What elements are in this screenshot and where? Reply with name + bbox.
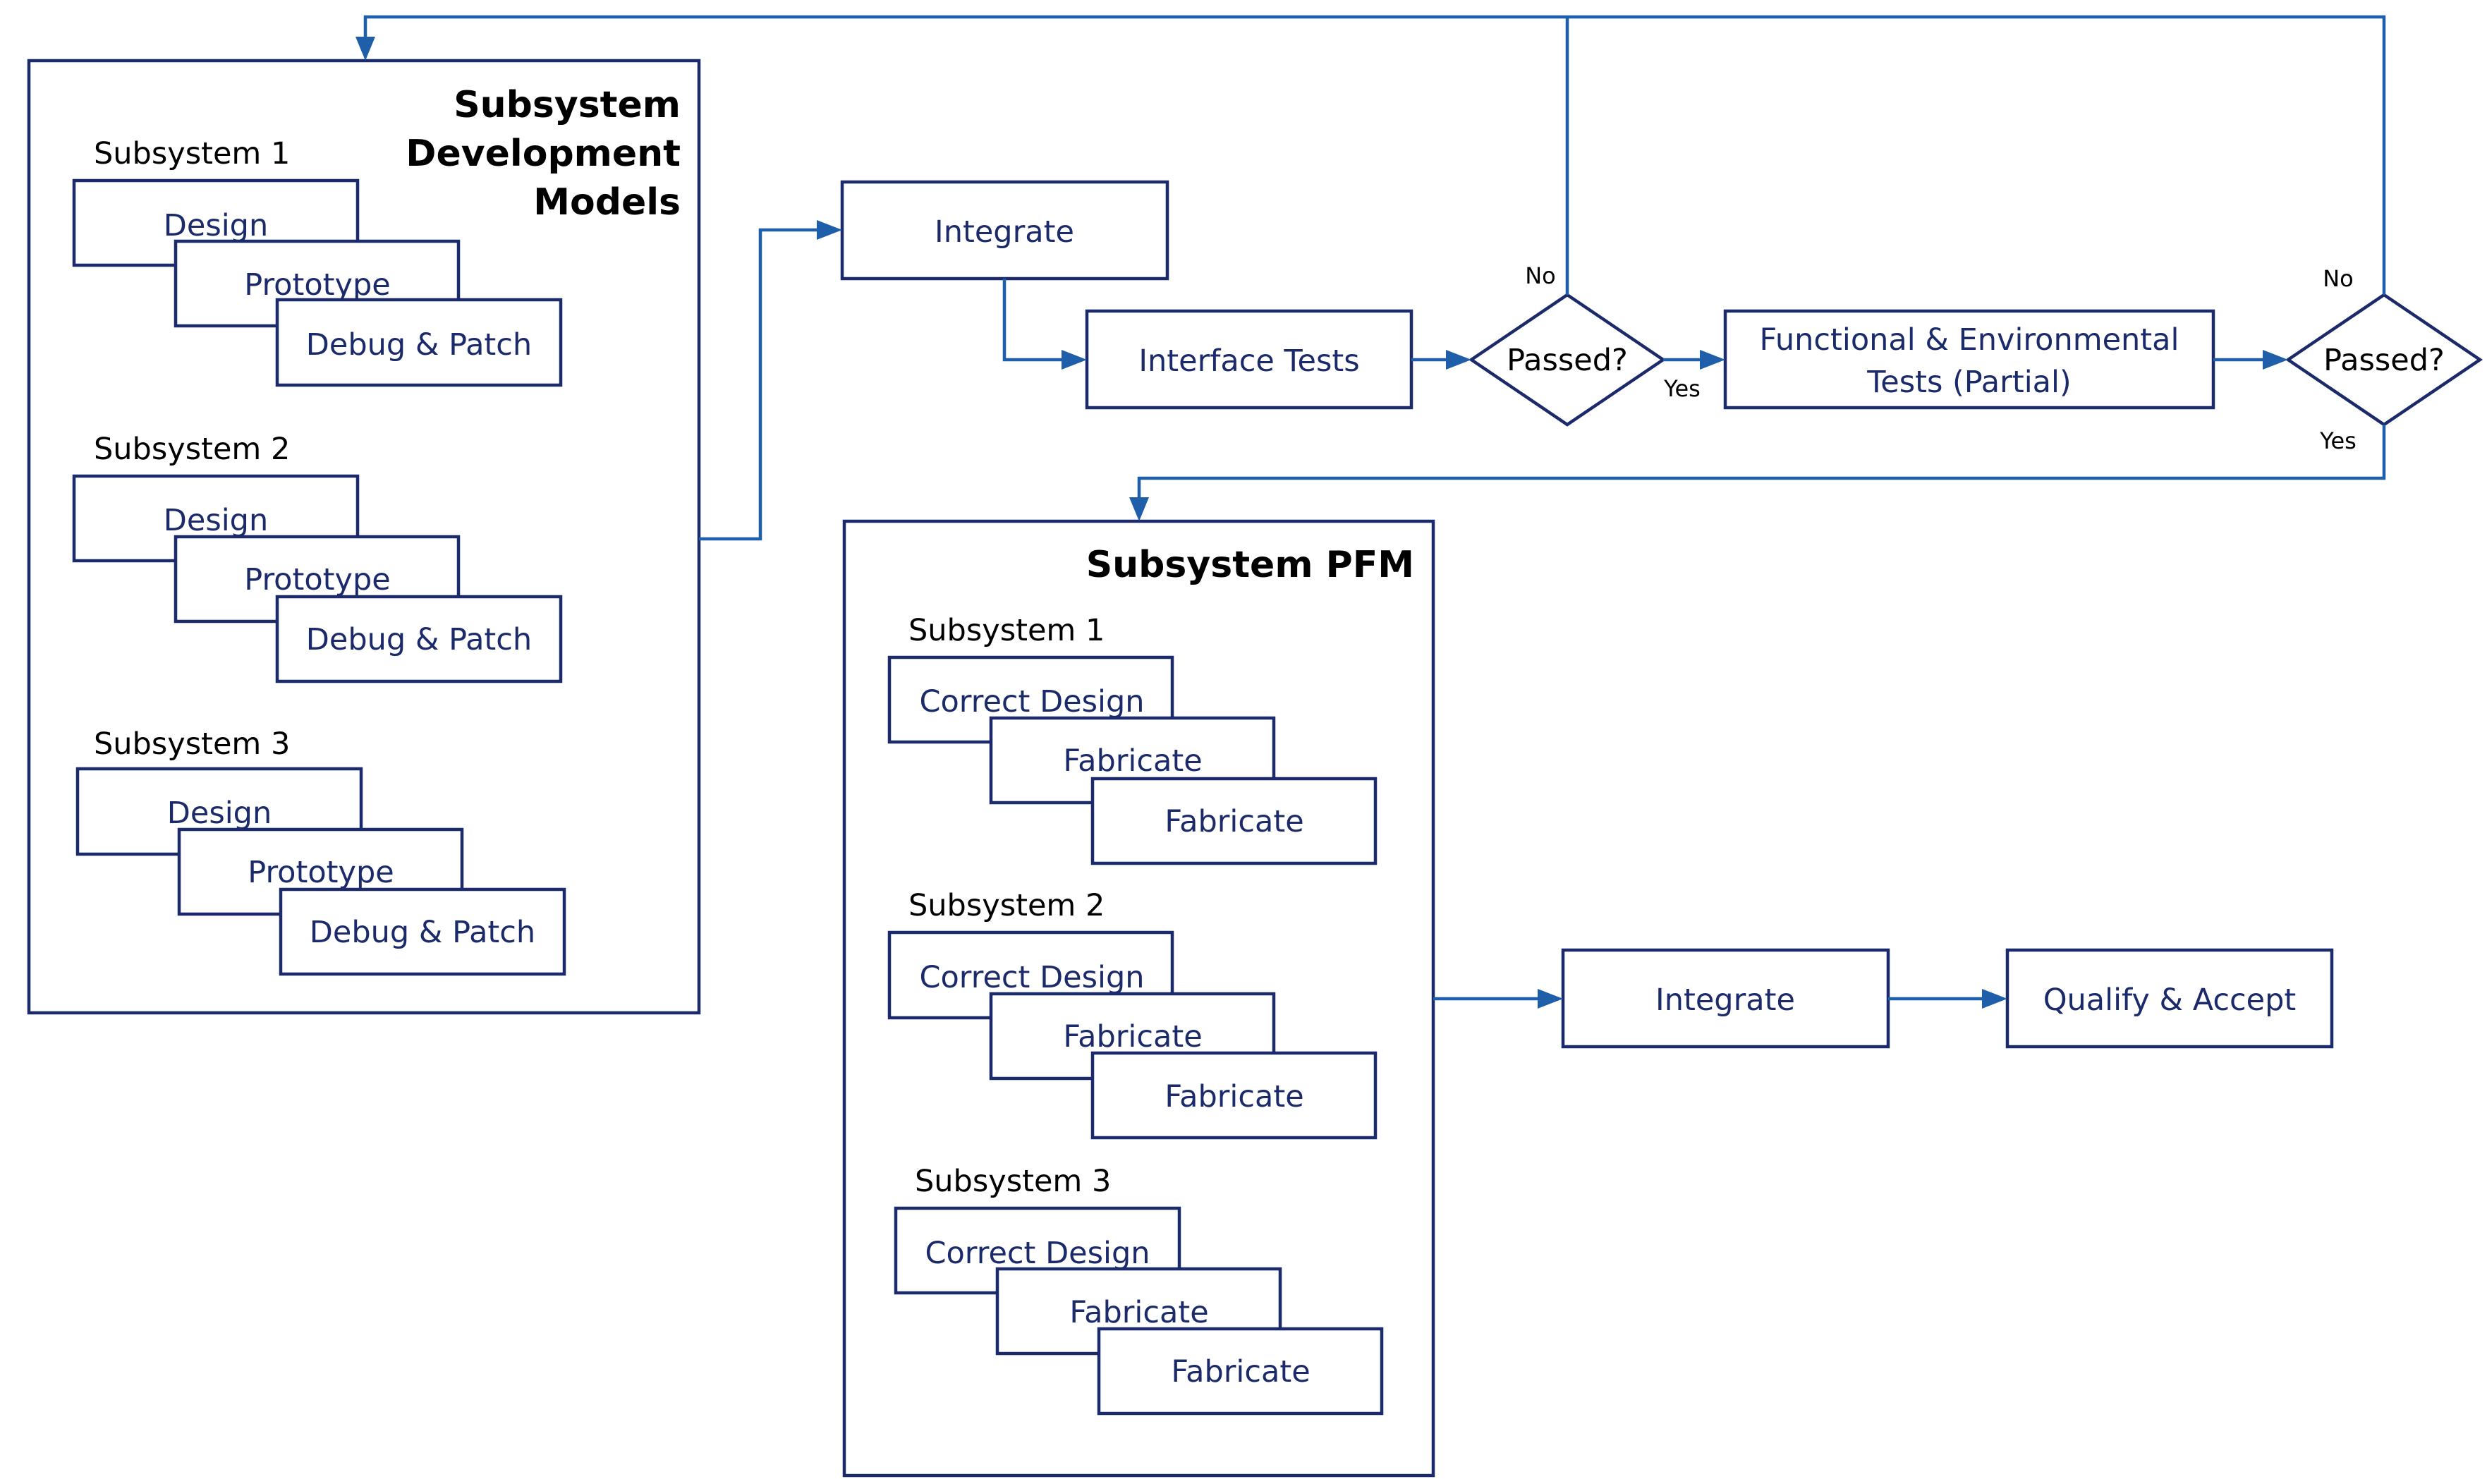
- dev-debug-label: Debug & Patch: [306, 622, 532, 657]
- integrate-2-node: Integrate: [1561, 948, 1890, 1049]
- pfm-container: Subsystem PFM Subsystem 1 Correct Design…: [842, 519, 1435, 1478]
- pfm-correct-design-label: Correct Design: [919, 684, 1144, 719]
- arrowhead: [817, 220, 842, 240]
- decision-2-node: Passed?: [2285, 293, 2483, 427]
- pfm-subsystem-1: Subsystem 1 Correct Design Fabricate Fab…: [887, 613, 1378, 865]
- arrowhead: [1538, 989, 1563, 1009]
- decision-1-node: Passed?: [1468, 293, 1667, 427]
- integrate-1-box: [840, 180, 1169, 281]
- dev-design-label: Design: [164, 208, 268, 243]
- dev-debug-label: Debug & Patch: [306, 327, 532, 363]
- dev-subsystem-1: Subsystem 1 Design Prototype Debug & Pat…: [72, 136, 563, 387]
- no-label-2: No: [2323, 265, 2354, 292]
- qualify-accept-label: Qualify & Accept: [2043, 983, 2297, 1018]
- dev-models-title-line-3: Models: [533, 181, 681, 224]
- yes-label-2: Yes: [2319, 427, 2357, 454]
- dev-subsystem-label: Subsystem 3: [94, 726, 290, 762]
- dev-subsystem-3: Subsystem 3 Design Prototype Debug & Pat…: [75, 726, 566, 976]
- decision-2-yes-connector: [1137, 425, 2386, 499]
- pfm-fabricate-label: Fabricate: [1063, 1019, 1202, 1054]
- pfm-fabricate-label: Fabricate: [1165, 804, 1303, 839]
- decision-2-no-connector: [363, 15, 2386, 295]
- arrowhead: [1129, 497, 1149, 521]
- dev-design-label: Design: [167, 796, 272, 831]
- pfm-fabricate-box: [1097, 1327, 1384, 1416]
- pfm-fabricate-label: Fabricate: [1063, 743, 1202, 779]
- arrowhead: [355, 37, 375, 61]
- pfm-subsystem-label: Subsystem 1: [908, 613, 1105, 648]
- pfm-fabricate-box: [1090, 777, 1378, 865]
- pfm-fabricate-label: Fabricate: [1171, 1354, 1310, 1389]
- pfm-subsystem-label: Subsystem 3: [915, 1164, 1111, 1199]
- functional-tests-box: [1723, 309, 2215, 410]
- decision-1-label: Passed?: [1507, 343, 1628, 378]
- dev-models-frame: [27, 59, 701, 1015]
- pfm-subsystem-3: Subsystem 3 Correct Design Fabricate Fab…: [894, 1164, 1384, 1416]
- pfm-correct-design-label: Correct Design: [919, 960, 1144, 995]
- dev-models-title-line-1: Subsystem: [454, 84, 681, 126]
- integrate-2-box: [1561, 948, 1890, 1049]
- qualify-accept-node: Qualify & Accept: [2005, 948, 2334, 1049]
- decision-2-label: Passed?: [2323, 343, 2445, 378]
- connectors: [355, 15, 2386, 1009]
- pfm-correct-design-label: Correct Design: [925, 1236, 1150, 1271]
- dev-models-title-line-2: Development: [406, 133, 681, 175]
- dev-subsystem-2: Subsystem 2 Design Prototype Debug & Pat…: [72, 432, 563, 683]
- pfm-title: Subsystem PFM: [1086, 544, 1414, 586]
- pfm-subsystem-label: Subsystem 2: [908, 888, 1105, 923]
- qualify-accept-box: [2005, 948, 2334, 1049]
- dev-debug-label: Debug & Patch: [310, 915, 535, 950]
- arrowhead: [1062, 350, 1087, 370]
- pfm-subsystem-2: Subsystem 2 Correct Design Fabricate Fab…: [887, 888, 1378, 1140]
- dev-to-integrate-connector: [699, 228, 818, 541]
- pfm-fabricate-box: [1090, 1051, 1378, 1140]
- dev-design-label: Design: [164, 503, 268, 538]
- arrowhead: [1446, 350, 1471, 370]
- interface-tests-node: Interface Tests: [1085, 309, 1413, 410]
- interface-tests-label: Interface Tests: [1138, 343, 1359, 379]
- dev-debug-box: [279, 887, 566, 976]
- yes-label-1: Yes: [1663, 375, 1701, 402]
- dev-prototype-label: Prototype: [244, 267, 390, 303]
- arrowhead: [1700, 350, 1725, 370]
- dev-debug-box: [275, 298, 563, 387]
- dev-prototype-label: Prototype: [248, 855, 394, 890]
- integrate-2-label: Integrate: [1655, 983, 1795, 1018]
- arrowhead: [1982, 989, 2007, 1009]
- integrate-1-label: Integrate: [935, 214, 1074, 250]
- functional-tests-node: Functional & Environmental Tests (Partia…: [1723, 309, 2215, 410]
- pfm-fabricate-label: Fabricate: [1069, 1295, 1208, 1330]
- dev-prototype-label: Prototype: [244, 562, 390, 597]
- dev-models-container: Subsystem Development Models Subsystem 1…: [27, 59, 701, 1015]
- dev-subsystem-label: Subsystem 1: [94, 136, 290, 171]
- dev-subsystem-label: Subsystem 2: [94, 432, 290, 467]
- decision-1-diamond: [1468, 293, 1667, 427]
- arrowhead: [2263, 350, 2288, 370]
- dev-debug-box: [275, 595, 563, 683]
- functional-tests-label-line-2: Tests (Partial): [1866, 365, 2071, 400]
- functional-tests-label-line-1: Functional & Environmental: [1760, 322, 2179, 358]
- integrate-to-interface-connector: [1002, 279, 1064, 362]
- no-label-1: No: [1525, 262, 1556, 289]
- pfm-fabricate-label: Fabricate: [1165, 1079, 1303, 1114]
- integrate-1-node: Integrate: [840, 180, 1169, 281]
